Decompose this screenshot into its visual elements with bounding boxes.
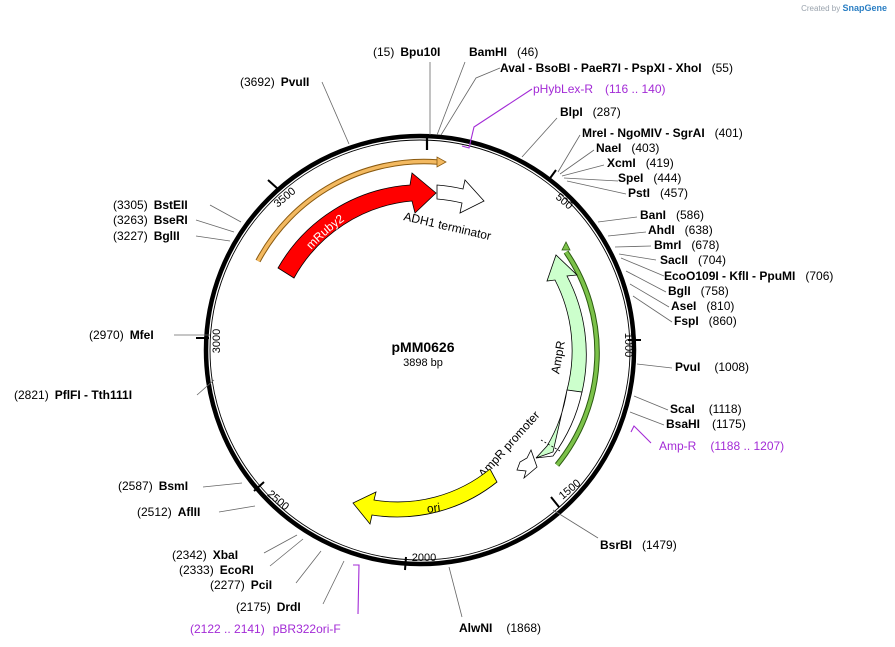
- site-alwni: AlwNI(1868): [459, 621, 541, 635]
- orf-arc-mruby2-head: [436, 156, 447, 168]
- primer-mark-pbr322ori-f: [353, 564, 360, 615]
- tick-3500: [267, 179, 279, 190]
- tick-label-1500: 1500: [557, 477, 583, 502]
- plasmid-size: 3898 bp: [403, 357, 443, 369]
- site-pvuii: (3692)PvuII: [240, 75, 309, 89]
- tick-2000: [404, 556, 407, 571]
- backbone-outer-ring: [203, 133, 637, 567]
- tick-label-3000: 3000: [211, 329, 223, 353]
- site-bseri: (3263)BseRI: [113, 213, 188, 227]
- tick-500: [547, 169, 557, 182]
- site-scai: ScaI(1118): [670, 402, 742, 416]
- feature-ampr[interactable]: [535, 254, 587, 459]
- site-blpi: BlpI(287): [560, 105, 621, 119]
- primer-amp-r: Amp-R(1188 .. 1207): [659, 439, 784, 453]
- site-ava-group: AvaI - BsoBI - PaeR7I - PspXI - XhoI(55): [500, 61, 733, 75]
- tick-label-1000: 1000: [622, 333, 634, 357]
- feature-adh1-terminator[interactable]: [436, 179, 485, 214]
- site-drdi: (2175)DrdI: [236, 600, 301, 614]
- tick-label-500: 500: [553, 191, 575, 212]
- site-pflfi-group: (2821)PflFI - Tth111I: [14, 388, 132, 402]
- site-mrei-group: MreI - NgoMIV - SgrAI(401): [582, 126, 743, 140]
- feature-label-ori: ori: [426, 500, 441, 516]
- site-sacii: SacII(704): [660, 253, 726, 267]
- site-bsrbi: BsrBI(1479): [600, 538, 677, 552]
- backbone-inner-ring: [209, 139, 631, 561]
- site-bani: BanI(586): [640, 208, 704, 222]
- site-bsmi: (2587)BsmI: [118, 479, 188, 493]
- tick-1500: [550, 496, 560, 508]
- tick-2500: [253, 481, 265, 492]
- site-spei: SpeI(444): [618, 171, 681, 185]
- site-mfei: (2970)MfeI: [89, 328, 154, 342]
- site-bgli: BglI(758): [668, 284, 729, 298]
- site-bglii: (3227)BglII: [113, 229, 180, 243]
- primer-mark-amp-r: [630, 425, 652, 444]
- site-bamhi: BamHI(46): [469, 45, 538, 59]
- site-bsahi: BsaHI(1175): [666, 417, 746, 431]
- credit-prefix: Created by: [801, 4, 841, 13]
- site-bmri: BmrI(678): [654, 238, 719, 252]
- feature-mruby2[interactable]: [277, 172, 437, 279]
- orf-arc-mruby2: [256, 159, 438, 262]
- site-ecoo109i-group: EcoO109I - KflI - PpuMI(706): [664, 269, 833, 283]
- site-bpu10i: (15)Bpu10I: [373, 45, 440, 59]
- feature-ampr-edge: [535, 391, 583, 459]
- site-pvui-1008: PvuI(1008): [675, 360, 749, 374]
- site-xcmi: XcmI(419): [607, 156, 674, 170]
- site-ahdi: AhdI(638): [648, 223, 713, 237]
- primer-pbr322ori-f: (2122 .. 2141)pBR322ori-F: [190, 622, 341, 636]
- site-xbai: (2342)XbaI: [172, 548, 238, 562]
- feature-ori[interactable]: [352, 468, 498, 525]
- site-bsteii: (3305)BstEII: [113, 198, 188, 212]
- primer-mark-phyblex-r: [461, 88, 533, 149]
- site-naei: NaeI(403): [596, 141, 659, 155]
- tick-label-2000: 2000: [412, 552, 436, 564]
- feature-label-adh1-terminator: ADH1 terminator: [402, 209, 492, 243]
- site-ecori: (2333)EcoRI: [179, 563, 254, 577]
- snapgene-credit: Created by SnapGene: [801, 3, 887, 13]
- orf-arc-ampr-head: [561, 241, 571, 251]
- feature-label-ampr: AmpR: [548, 339, 568, 375]
- primer-phyblex-r: pHybLex-R(116 .. 140): [533, 82, 666, 96]
- snapgene-logo: SnapGene: [842, 3, 887, 13]
- site-aflii: (2512)AflII: [137, 505, 200, 519]
- site-asei: AseI(810): [671, 299, 734, 313]
- site-pcii: (2277)PciI: [210, 578, 272, 592]
- orf-arc-ampr: [555, 251, 599, 467]
- site-fspi: FspI(860): [674, 314, 737, 328]
- site-psti: PstI(457): [628, 186, 688, 200]
- plasmid-name: pMM0626: [391, 339, 454, 355]
- feature-ampr-promoter[interactable]: [516, 448, 538, 480]
